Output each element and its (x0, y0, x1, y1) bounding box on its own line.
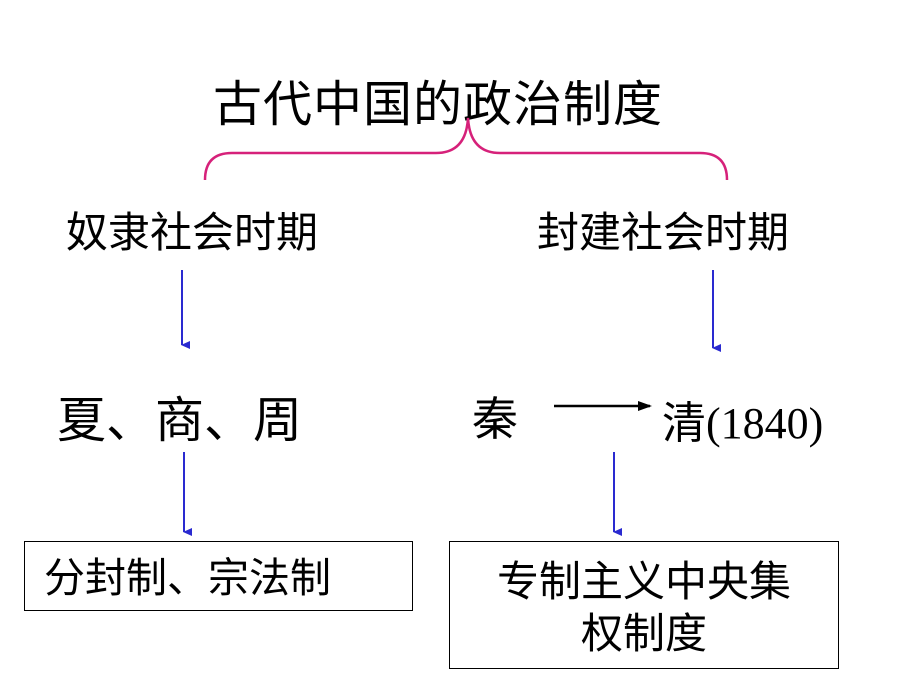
slave-system-label: 分封制、宗法制 (44, 554, 331, 602)
feudal-system-box: 专制主义中央集 权制度 (449, 541, 839, 669)
title-brace (203, 117, 729, 181)
slave-society-era-label: 奴隶社会时期 (66, 208, 319, 257)
qing-dynasty-group: 清(1840) (662, 402, 823, 446)
qing-dynasty-label: 清 (662, 398, 706, 449)
slave-dynasties-label: 夏、商、周 (57, 392, 303, 449)
slave-system-box: 分封制、宗法制 (24, 541, 413, 611)
feudal-society-era-label: 封建社会时期 (537, 208, 790, 257)
qing-end-year: (1840) (706, 399, 824, 448)
feudal-system-label: 专制主义中央集 权制度 (450, 556, 838, 660)
feudal-system-line-1: 专制主义中央集 (496, 557, 791, 606)
diagram-title: 古代中国的政治制度 (213, 76, 664, 133)
feudal-system-line-2: 权制度 (580, 609, 707, 658)
qin-dynasty-label: 秦 (472, 392, 518, 446)
